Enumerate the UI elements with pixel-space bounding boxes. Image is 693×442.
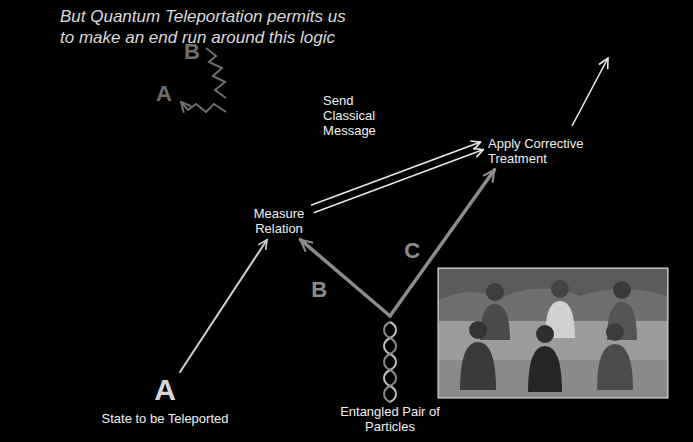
squiggle-arrow [181, 102, 226, 112]
entangled-helix [384, 322, 396, 402]
slide-title: But Quantum Teleportation permits us to … [60, 6, 360, 49]
connector-arrow [301, 240, 391, 316]
node-text: Measure Relation [248, 206, 310, 237]
edge-label: Send Classical Message [321, 92, 395, 140]
letter-label: B [184, 40, 200, 64]
output-arrow [572, 58, 608, 126]
letter-label: A [156, 82, 172, 106]
connector-arrow [312, 142, 481, 205]
edge-label: C [402, 237, 422, 265]
squiggle [206, 48, 226, 98]
connector-arrow [390, 170, 495, 316]
node-text: Entangled Pair of Particles [340, 404, 440, 435]
entangled-pair-node: Entangled Pair of Particles [320, 316, 460, 438]
correction-node: Apply Corrective Treatment [482, 133, 607, 170]
node-heading: A [93, 375, 237, 405]
node-text: State to be Teleported [93, 411, 237, 426]
state-node: A State to be Teleported [90, 372, 240, 429]
node-text: Apply Corrective Treatment [488, 136, 604, 167]
measure-node: Measure Relation [245, 203, 313, 240]
connector-arrow [180, 240, 267, 372]
edge-label: B [309, 276, 329, 304]
connector-arrow [314, 150, 483, 213]
team-photo [438, 268, 668, 398]
